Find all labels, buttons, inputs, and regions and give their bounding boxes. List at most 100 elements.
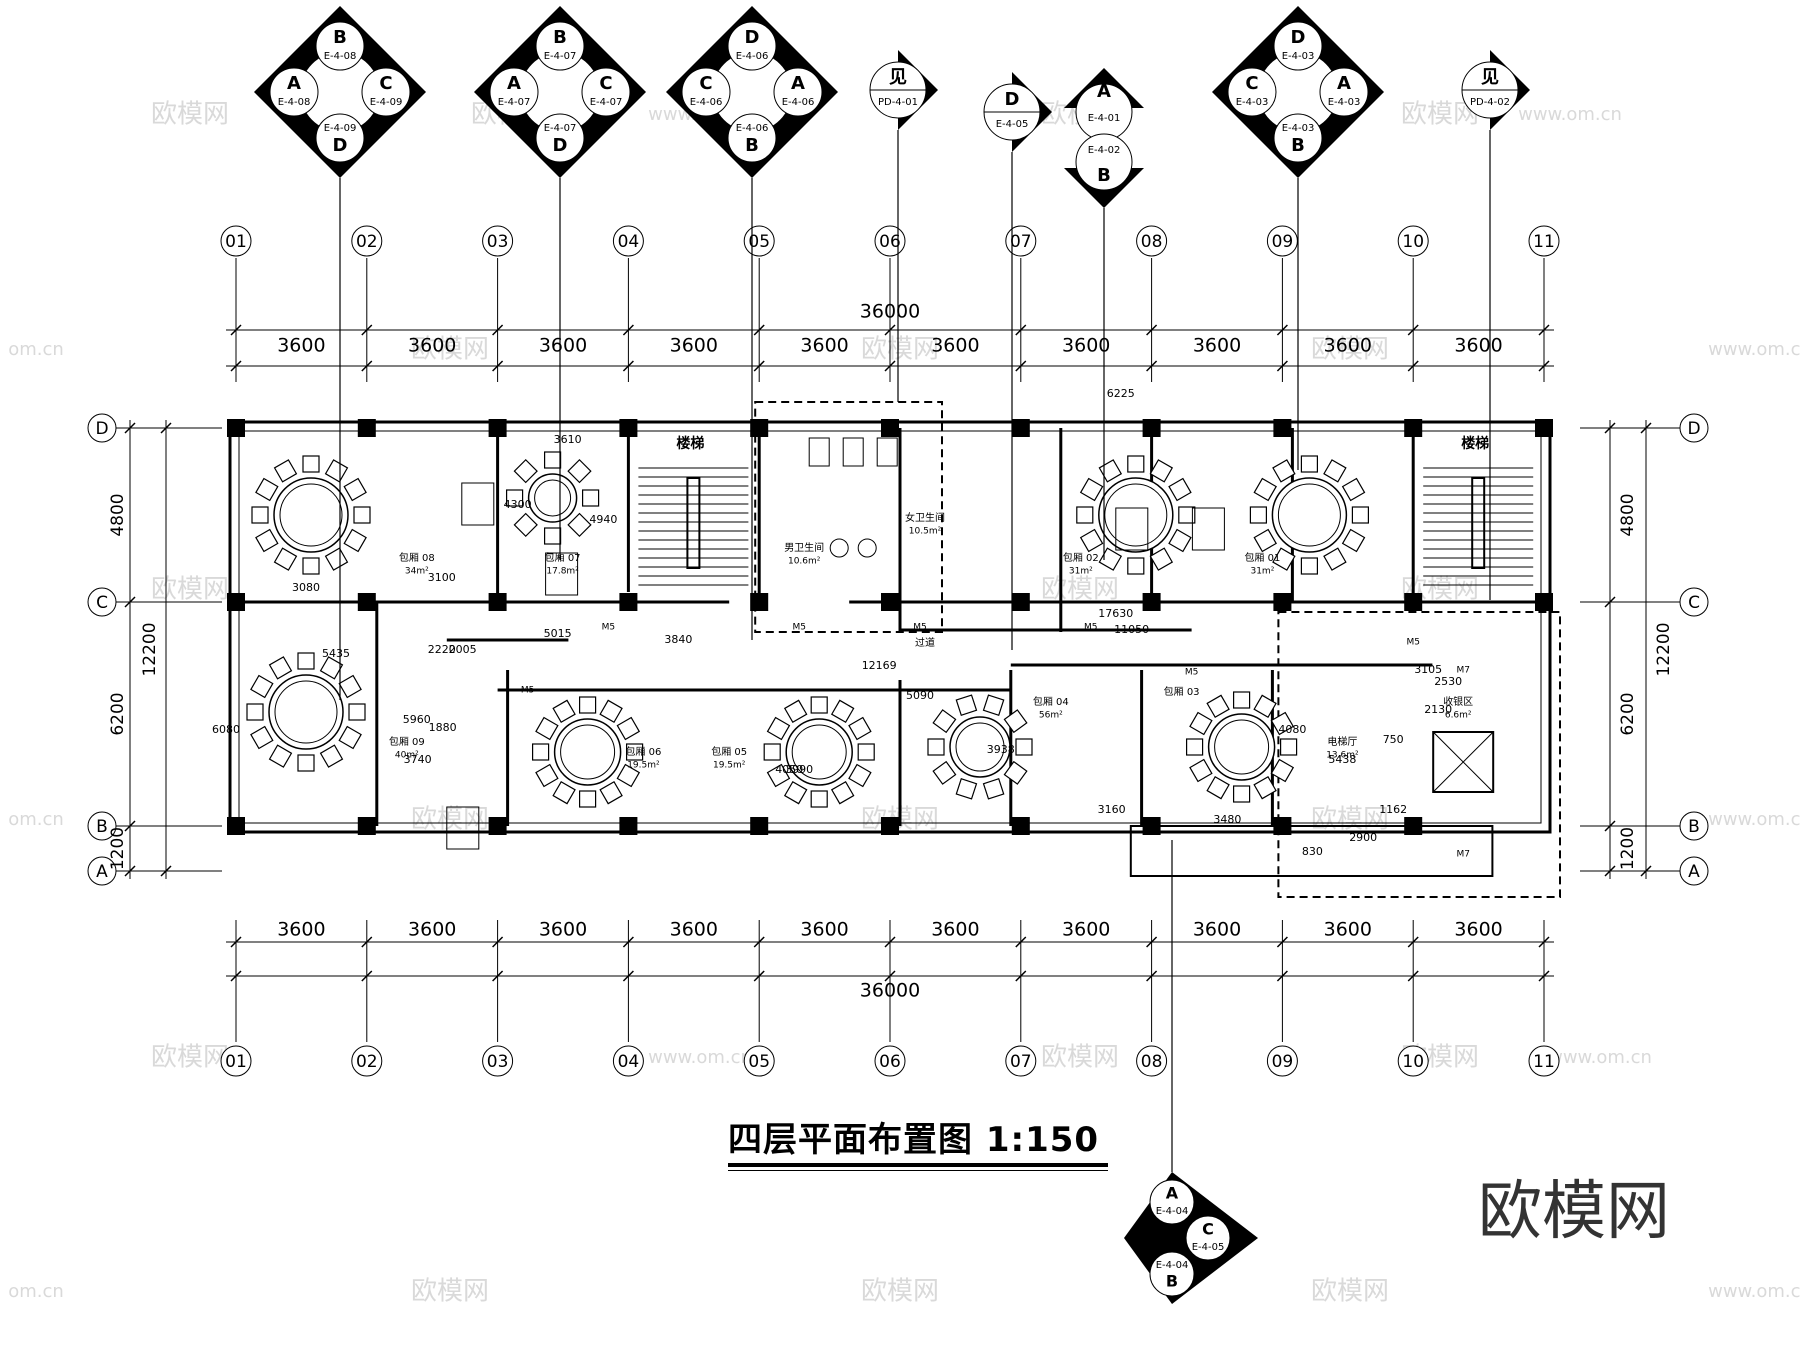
tag-2-bubble-right xyxy=(581,67,631,117)
dim-tick xyxy=(1604,596,1616,608)
axis-label-right: D xyxy=(1687,419,1700,439)
watermark-text: 欧模网 xyxy=(861,1277,939,1307)
chair xyxy=(250,725,274,750)
chair xyxy=(599,699,623,724)
watermark-text: 欧模网 xyxy=(151,1043,229,1073)
chair xyxy=(552,699,576,724)
dim-tick xyxy=(230,936,242,948)
chair xyxy=(1341,528,1366,553)
axis-bubble-bottom xyxy=(743,1045,775,1077)
dim-tick xyxy=(1407,936,1419,948)
axis-label-top: 09 xyxy=(1272,232,1294,252)
tag-9-ref-bottom: E-4-04 xyxy=(1156,1260,1189,1271)
table-inner-ring xyxy=(534,479,572,517)
watermark-url: www.om.cn xyxy=(1548,1047,1652,1068)
dim-bay-bottom: 3600 xyxy=(800,919,848,941)
watermark-text: 欧模网 xyxy=(151,100,229,130)
interior-dimension: 750 xyxy=(1383,733,1404,746)
axis-label-bottom: 05 xyxy=(748,1052,770,1072)
dim-row-right: 4800 xyxy=(1618,493,1638,536)
dim-row-left: 4800 xyxy=(108,493,128,536)
chair xyxy=(1003,709,1028,734)
door-tag: M5 xyxy=(1406,638,1420,648)
dim-row-left: 1200 xyxy=(108,827,128,870)
axis-bubble-bottom xyxy=(220,1045,252,1077)
door-tag: M5 xyxy=(792,623,806,633)
axis-grid: 0101020203030404050506060707080809091010… xyxy=(87,225,1709,1077)
tag-1-bubble-right xyxy=(361,67,411,117)
structural-column xyxy=(357,419,376,437)
interior-dimension: 3100 xyxy=(428,571,456,584)
tag-2-ref-top: E-4-07 xyxy=(544,51,577,62)
chair xyxy=(927,738,945,756)
interior-dimension: 17630 xyxy=(1098,607,1133,620)
dim-tick xyxy=(1407,970,1419,982)
dim-tick xyxy=(753,970,765,982)
tag-6-letter-bottom: B xyxy=(1097,165,1111,186)
tag-2-ref-right: E-4-07 xyxy=(590,97,623,108)
dim-tick xyxy=(361,324,373,336)
tag-7-ref-top: E-4-03 xyxy=(1282,51,1315,62)
chair xyxy=(1098,547,1123,571)
chair xyxy=(513,458,538,484)
dim-tick xyxy=(361,936,373,948)
axis-label-left: B xyxy=(96,817,108,837)
tag-1-ref-bottom: E-4-09 xyxy=(324,123,357,134)
dim-bay-top: 3600 xyxy=(277,335,325,357)
chair xyxy=(531,743,550,761)
tag-3-ref-top: E-4-06 xyxy=(736,51,769,62)
tag-8-label: 见 xyxy=(1481,67,1499,88)
dim-bay-bottom: 3600 xyxy=(408,919,456,941)
tag-7-letter-top: D xyxy=(1291,27,1306,48)
title-underline-thin xyxy=(728,1170,1108,1171)
axis-bubble-bottom xyxy=(1005,1045,1037,1077)
structural-column xyxy=(227,817,245,835)
axis-label-top: 08 xyxy=(1141,232,1163,252)
structural-column xyxy=(488,817,507,835)
tag-1-ref-left: E-4-08 xyxy=(278,97,311,108)
dim-total-top: 36000 xyxy=(860,301,920,323)
label-stair-right: 楼梯 xyxy=(1461,435,1489,452)
chair xyxy=(268,744,293,768)
axis-label-top: 05 xyxy=(748,232,770,252)
chair xyxy=(1189,711,1213,736)
axis-bubble-bottom xyxy=(1266,1045,1298,1077)
chair xyxy=(1232,691,1251,709)
axis-bubble-top xyxy=(482,225,514,257)
chair xyxy=(1253,528,1277,553)
tag-7-letter-left: C xyxy=(1245,73,1258,94)
dim-bay-top: 3600 xyxy=(931,335,979,357)
dim-bay-top: 3600 xyxy=(1193,335,1241,357)
axis-bubble-bottom xyxy=(482,1045,514,1077)
tag-2-letter-left: A xyxy=(507,73,521,94)
tag-1-bubble-top xyxy=(315,21,365,71)
sofa xyxy=(1115,507,1149,551)
chair xyxy=(535,763,559,788)
chair xyxy=(343,528,367,553)
table-inner-ring xyxy=(1104,483,1168,547)
sofa xyxy=(461,482,495,526)
interior-dimension: 3840 xyxy=(664,633,692,646)
chair xyxy=(1168,528,1192,553)
chair xyxy=(1253,477,1277,502)
dim-tick xyxy=(160,865,172,877)
chair xyxy=(1272,459,1296,483)
chair xyxy=(1323,459,1347,483)
room-area: 17.8m² xyxy=(546,567,579,577)
tag-1-letter-right: C xyxy=(379,73,392,94)
watermark-text: 欧模网 xyxy=(151,575,229,605)
tag-1-letter-bottom: D xyxy=(333,135,348,156)
tag-2-letter-bottom: D xyxy=(553,135,568,156)
tag-9-ref-top: E-4-04 xyxy=(1156,1206,1189,1217)
chair xyxy=(982,694,1005,716)
chair xyxy=(268,656,293,680)
chair xyxy=(1185,738,1204,756)
tag-3-bubble-bottom xyxy=(727,113,777,163)
tag-9-bubble-right xyxy=(1185,1215,1231,1261)
chair xyxy=(273,459,298,483)
dim-tick xyxy=(622,970,634,982)
room-name: 收银区 xyxy=(1443,695,1473,708)
dim-tick xyxy=(753,360,765,372)
tag-7-ref-left: E-4-03 xyxy=(1236,97,1269,108)
chair xyxy=(1206,694,1230,719)
